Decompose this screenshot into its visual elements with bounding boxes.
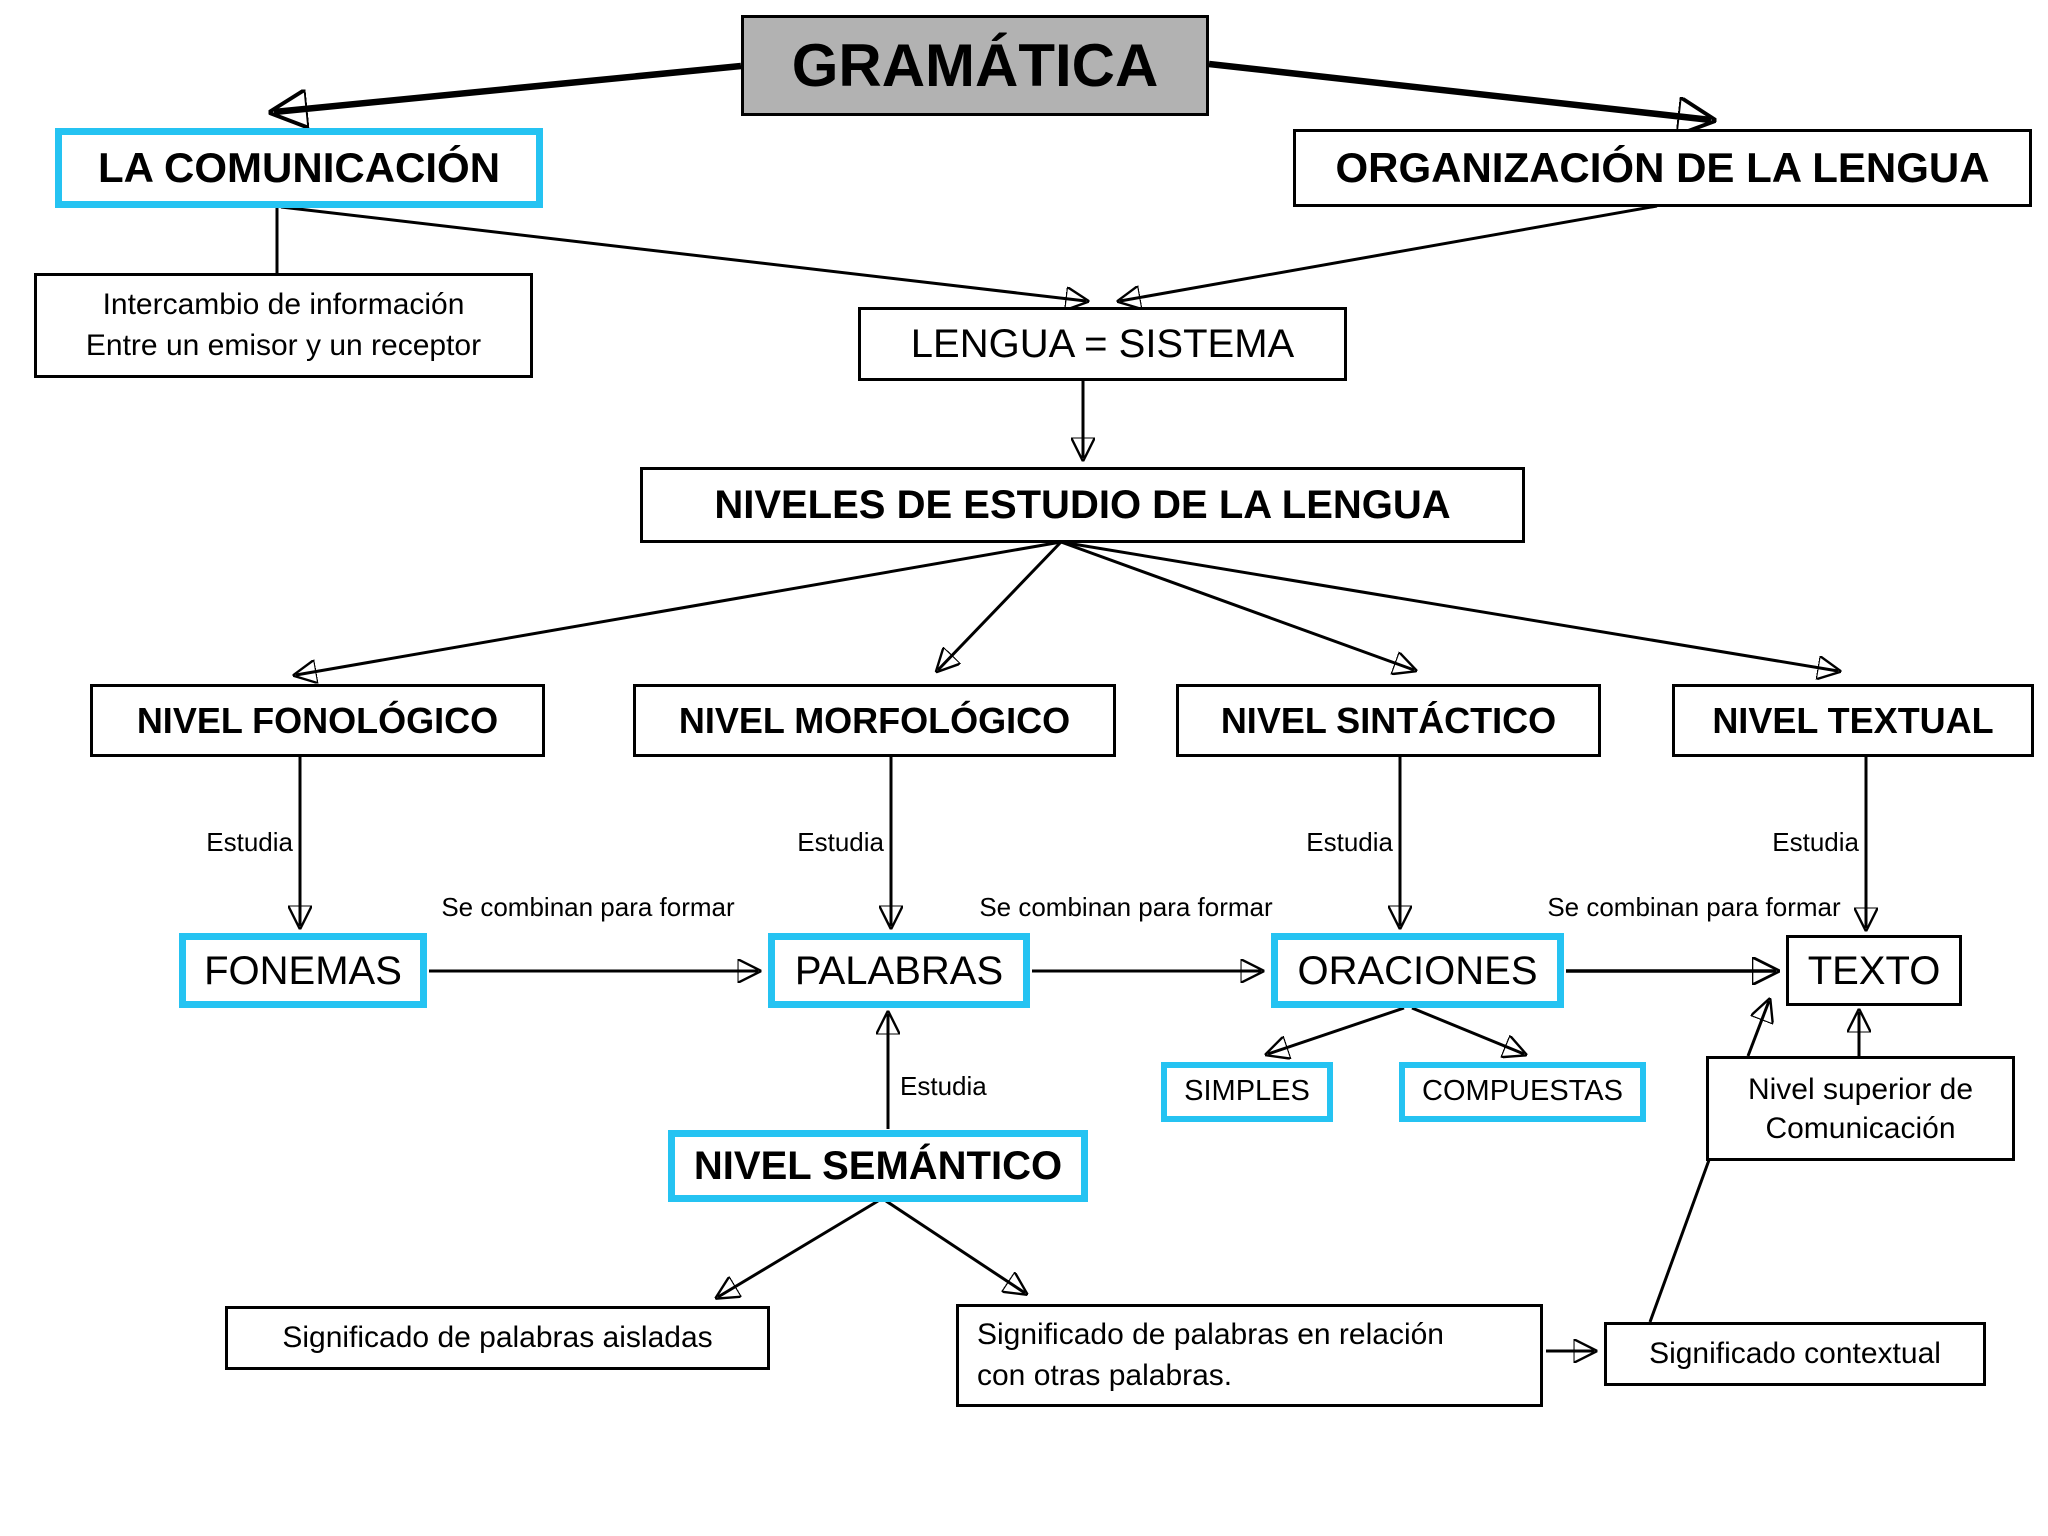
edge-contextual-to-nivel-superior [1648,1159,1711,1323]
node-nivel-sintactico: NIVEL SINTÁCTICO [1176,684,1601,757]
label-estudia-fonologico: Estudia [206,827,293,857]
node-nivel-superior-line2: Comunicación [1765,1111,1956,1145]
edge-semantico-to-relacion [885,1199,1025,1293]
node-nivel-semantico-label: NIVEL SEMÁNTICO [693,1144,1063,1188]
edge-nivel-superior-to-texto-diagonal [1746,1001,1769,1057]
label-combinar-fonemas-palabras: Se combinan para formar [441,892,735,922]
label-estudia-semantico: Estudia [900,1071,987,1101]
node-gramatica-label: GRAMÁTICA [791,32,1159,99]
node-significado-relacion: Significado de palabras en relación con … [956,1304,1543,1407]
node-significado-contextual: Significado contextual [1604,1322,1986,1386]
node-simples-label: SIMPLES [1184,1075,1310,1108]
node-significado-aisladas: Significado de palabras aisladas [225,1306,770,1370]
edge-niveles-to-sintactico [1060,540,1414,670]
label-combinar-palabras-oraciones: Se combinan para formar [979,892,1273,922]
edge-niveles-to-fonologico [296,540,1062,675]
edge-oraciones-to-simples [1268,1006,1405,1054]
edge-gramatica-to-organizacion [1208,60,1711,120]
node-la-comunicacion-label: LA COMUNICACIÓN [97,143,501,191]
node-lengua-sistema: LENGUA = SISTEMA [858,307,1347,381]
node-palabras: PALABRAS [768,933,1030,1008]
edge-niveles-to-textual [1060,540,1838,671]
label-estudia-morfologico: Estudia [797,827,884,857]
node-lengua-sistema-label: LENGUA = SISTEMA [910,322,1295,366]
node-nivel-textual-label: NIVEL TEXTUAL [1712,699,1994,741]
node-texto-label: TEXTO [1807,948,1941,993]
node-gramatica: GRAMÁTICA [741,15,1209,116]
node-significado-relacion-line1: Significado de palabras en relación [977,1318,1444,1351]
node-fonemas-label: FONEMAS [204,948,402,993]
edge-comunicacion-to-lengua [280,205,1086,301]
node-simples: SIMPLES [1161,1062,1333,1122]
node-significado-contextual-label: Significado contextual [1649,1336,1941,1370]
node-compuestas-label: COMPUESTAS [1422,1075,1623,1108]
node-nivel-superior: Nivel superior de Comunicación [1706,1056,2015,1161]
node-nivel-textual: NIVEL TEXTUAL [1672,684,2034,757]
node-palabras-label: PALABRAS [794,948,1004,993]
node-niveles-estudio: NIVELES DE ESTUDIO DE LA LENGUA [640,467,1525,543]
node-oraciones-label: ORACIONES [1297,948,1538,993]
node-significado-relacion-line2: con otras palabras. [977,1358,1233,1392]
node-nivel-superior-line1: Nivel superior de [1747,1072,1974,1106]
node-niveles-estudio-label: NIVELES DE ESTUDIO DE LA LENGUA [714,483,1451,527]
node-nivel-sintactico-label: NIVEL SINTÁCTICO [1220,699,1557,741]
label-estudia-textual: Estudia [1772,827,1859,857]
node-fonemas: FONEMAS [179,933,427,1008]
node-nivel-fonologico: NIVEL FONOLÓGICO [90,684,545,757]
node-organizacion-lengua-label: ORGANIZACIÓN DE LA LENGUA [1335,143,1990,191]
node-organizacion-lengua: ORGANIZACIÓN DE LA LENGUA [1293,129,2032,207]
edge-niveles-to-morfologico [938,540,1063,670]
node-nivel-morfologico-label: NIVEL MORFOLÓGICO [678,699,1071,741]
edge-gramatica-to-comunicacion [274,62,742,112]
node-intercambio-line2: Entre un emisor y un receptor [85,328,482,362]
label-combinar-oraciones-texto: Se combinan para formar [1547,892,1841,922]
edge-semantico-to-aisladas [718,1199,879,1297]
node-nivel-semantico: NIVEL SEMÁNTICO [668,1130,1088,1202]
node-intercambio: Intercambio de información Entre un emis… [34,273,533,378]
label-estudia-sintactico: Estudia [1306,827,1393,857]
node-significado-aisladas-label: Significado de palabras aisladas [282,1320,713,1354]
node-texto: TEXTO [1786,935,1962,1006]
node-compuestas: COMPUESTAS [1399,1062,1646,1122]
edge-oraciones-to-compuestas [1411,1006,1524,1054]
edge-organizacion-to-lengua [1120,204,1658,301]
node-intercambio-line1: Intercambio de información [102,288,465,321]
node-la-comunicacion: LA COMUNICACIÓN [55,128,543,208]
node-nivel-morfologico: NIVEL MORFOLÓGICO [633,684,1116,757]
node-oraciones: ORACIONES [1271,933,1564,1008]
node-nivel-fonologico-label: NIVEL FONOLÓGICO [136,699,499,741]
